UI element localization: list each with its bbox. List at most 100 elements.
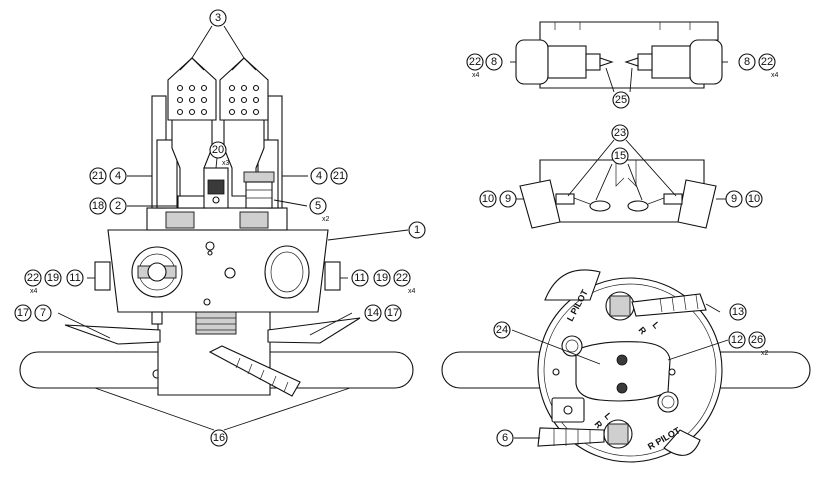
- callout-t8l: 8: [485, 53, 503, 71]
- callout-c22l-label: 22: [27, 272, 39, 284]
- callout-t22l-qty: x4: [472, 72, 480, 79]
- callout-c1-label: 1: [414, 224, 420, 236]
- callout-t8r: 8: [738, 53, 756, 71]
- callout-b26-label: 26: [751, 334, 763, 346]
- callout-c21r-label: 21: [333, 170, 345, 182]
- callout-c4r: 4: [310, 167, 328, 185]
- callout-c19r-label: 19: [376, 272, 388, 284]
- callout-c4r-label: 4: [316, 170, 322, 182]
- callout-c7-label: 7: [40, 307, 46, 319]
- bottom-right-view: [441, 269, 811, 463]
- callout-c2-label: 2: [115, 200, 121, 212]
- callout-c4l: 4: [109, 167, 127, 185]
- callout-c19r: 19: [373, 269, 391, 287]
- callout-b13: 13: [729, 303, 747, 321]
- left-port: [94, 261, 111, 291]
- callout-c14-label: 14: [367, 307, 379, 319]
- callout-c14: 14: [364, 304, 382, 322]
- callout-t22r: 22 x4: [758, 53, 779, 79]
- r-lower-label: R: [592, 419, 604, 431]
- callout-c11l-label: 11: [69, 272, 80, 284]
- l-lower-label: L: [602, 411, 614, 422]
- right-oval-window: [264, 245, 310, 299]
- callout-c4l-label: 4: [115, 170, 121, 182]
- callout-c2: 2: [109, 197, 127, 215]
- callout-t8r-label: 8: [744, 56, 750, 68]
- callout-b24: 24: [493, 321, 511, 339]
- callout-m23: 23: [611, 124, 629, 142]
- callout-m9l-label: 9: [505, 193, 511, 205]
- callout-c22r-label: 22: [396, 272, 408, 284]
- top-left-cap: [515, 39, 549, 85]
- callout-c18: 18: [89, 197, 107, 215]
- callout-c7: 7: [34, 304, 52, 322]
- callout-t8l-label: 8: [491, 56, 497, 68]
- top-right-view: [510, 21, 728, 93]
- callout-c19l: 19: [44, 269, 62, 287]
- mid-right-cap: [677, 179, 717, 229]
- l-upper-label: L: [650, 320, 662, 331]
- callout-c22r-qty: x4: [408, 288, 416, 295]
- callout-c5-label: 5: [315, 200, 321, 212]
- front-view: [19, 25, 414, 431]
- callout-c5-qty: x2: [322, 216, 330, 223]
- callout-t25: 25: [612, 91, 630, 109]
- callout-c22l: 22 x4: [24, 269, 42, 295]
- callout-m10r-label: 10: [748, 193, 760, 205]
- right-port: [324, 261, 341, 291]
- callout-c11r-label: 11: [354, 272, 365, 284]
- callout-c20-label: 20: [212, 144, 224, 156]
- callout-b12: 12: [728, 331, 746, 349]
- callout-c17l: 17: [14, 304, 32, 322]
- callout-c11r: 11: [351, 269, 369, 287]
- callout-c18-label: 18: [92, 200, 104, 212]
- callout-m15: 15: [611, 147, 629, 165]
- callout-c1: 1: [408, 221, 426, 239]
- callout-c16: 16: [210, 429, 228, 447]
- callout-b6-label: 6: [502, 432, 508, 444]
- callout-t22r-label: 22: [761, 56, 773, 68]
- middle-right-view: [516, 139, 726, 229]
- callout-m9r: 9: [725, 190, 743, 208]
- callout-c21l: 21: [89, 167, 107, 185]
- right-paddle: [267, 317, 361, 344]
- bottom-hose: [537, 427, 605, 447]
- callout-b13-label: 13: [732, 306, 744, 318]
- callout-t25-label: 25: [615, 94, 627, 106]
- callout-b6: 6: [496, 429, 514, 447]
- callout-b12-label: 12: [731, 334, 743, 346]
- callout-m10l-label: 10: [482, 193, 494, 205]
- r-upper-label: R: [636, 325, 648, 337]
- callout-c22l-qty: x4: [30, 288, 38, 295]
- callout-c16-label: 16: [213, 432, 225, 444]
- callout-c17r: 17: [384, 304, 402, 322]
- callout-c21r: 21: [330, 167, 348, 185]
- callout-m9l: 9: [499, 190, 517, 208]
- lower-hose: [208, 345, 301, 397]
- callout-t22r-qty: x4: [771, 72, 779, 79]
- callout-m10l: 10: [479, 190, 497, 208]
- callout-m10r: 10: [745, 190, 763, 208]
- top-hose: [631, 293, 707, 317]
- mid-left-cap: [519, 179, 561, 229]
- callout-m9r-label: 9: [731, 193, 737, 205]
- left-paddle: [64, 324, 161, 345]
- callout-c3: 3: [209, 9, 227, 27]
- callout-m15-label: 15: [614, 150, 626, 162]
- callout-c11l: 11: [66, 269, 84, 287]
- callout-c20-qty: x3: [222, 160, 230, 167]
- callout-c19l-label: 19: [47, 272, 59, 284]
- callout-c21l-label: 21: [92, 170, 104, 182]
- callout-c17r-label: 17: [387, 307, 399, 319]
- callout-c17l-label: 17: [17, 307, 29, 319]
- callout-c5: 5x2: [309, 197, 330, 223]
- callout-c3-label: 3: [215, 12, 221, 24]
- callout-b24-label: 24: [496, 324, 508, 336]
- hex-fitting: [243, 171, 275, 183]
- top-right-cap: [689, 39, 723, 85]
- callout-c20: 20 x3: [209, 141, 230, 167]
